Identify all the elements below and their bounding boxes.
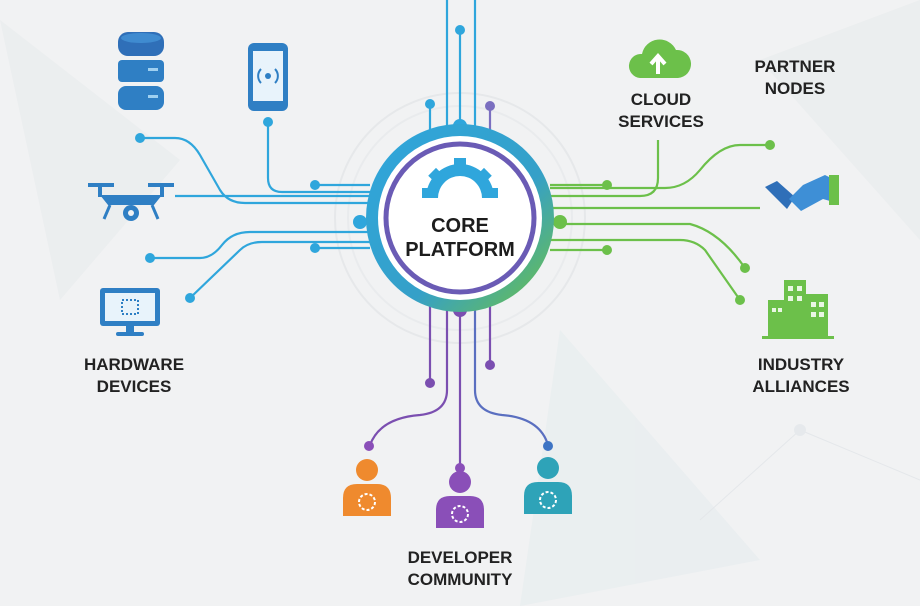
connector-dots	[135, 117, 367, 303]
partner-dots	[553, 140, 775, 305]
partner-nodes-label: PARTNER NODES	[755, 56, 836, 100]
hardware-connectors	[140, 122, 370, 299]
label-line: PARTNER	[754, 57, 836, 76]
monitor-icon	[100, 288, 160, 336]
gear-icon	[422, 158, 498, 198]
drone-icon	[88, 183, 174, 221]
top-connectors	[428, 0, 492, 135]
label-line: NODES	[764, 79, 826, 98]
developer-community-label: DEVELOPER COMMUNITY	[408, 547, 513, 591]
label-line: DEVICES	[96, 377, 172, 396]
label-line: CLOUD	[630, 90, 692, 109]
developer-connectors	[368, 300, 550, 468]
developer-dots	[364, 303, 553, 473]
core-platform-label: CORE PLATFORM	[405, 214, 515, 262]
hardware-devices-label: HARDWARE DEVICES	[84, 354, 184, 398]
industry-alliances-label: INDUSTRY ALLIANCES	[752, 354, 849, 398]
developer-person-icon	[343, 459, 391, 516]
label-line: DEVELOPER	[407, 548, 513, 567]
smartphone-icon	[248, 43, 288, 111]
developer-person-icon	[436, 471, 484, 528]
label-line: ALLIANCES	[752, 377, 850, 396]
label-line: COMMUNITY	[407, 570, 513, 589]
core-platform-hub	[366, 124, 554, 312]
office-building-icon	[762, 280, 834, 339]
core-label-line1: CORE	[431, 215, 489, 237]
cloud-upload-icon	[628, 39, 692, 78]
handshake-icon	[765, 175, 839, 211]
label-line: HARDWARE	[83, 355, 185, 374]
label-line: INDUSTRY	[757, 355, 845, 374]
label-line: SERVICES	[618, 112, 704, 131]
database-server-icon	[118, 32, 164, 110]
partner-connectors	[550, 140, 770, 301]
developer-person-icon	[524, 457, 572, 514]
core-label-line2: PLATFORM	[405, 239, 515, 261]
cloud-services-label: CLOUD SERVICES	[618, 89, 704, 133]
